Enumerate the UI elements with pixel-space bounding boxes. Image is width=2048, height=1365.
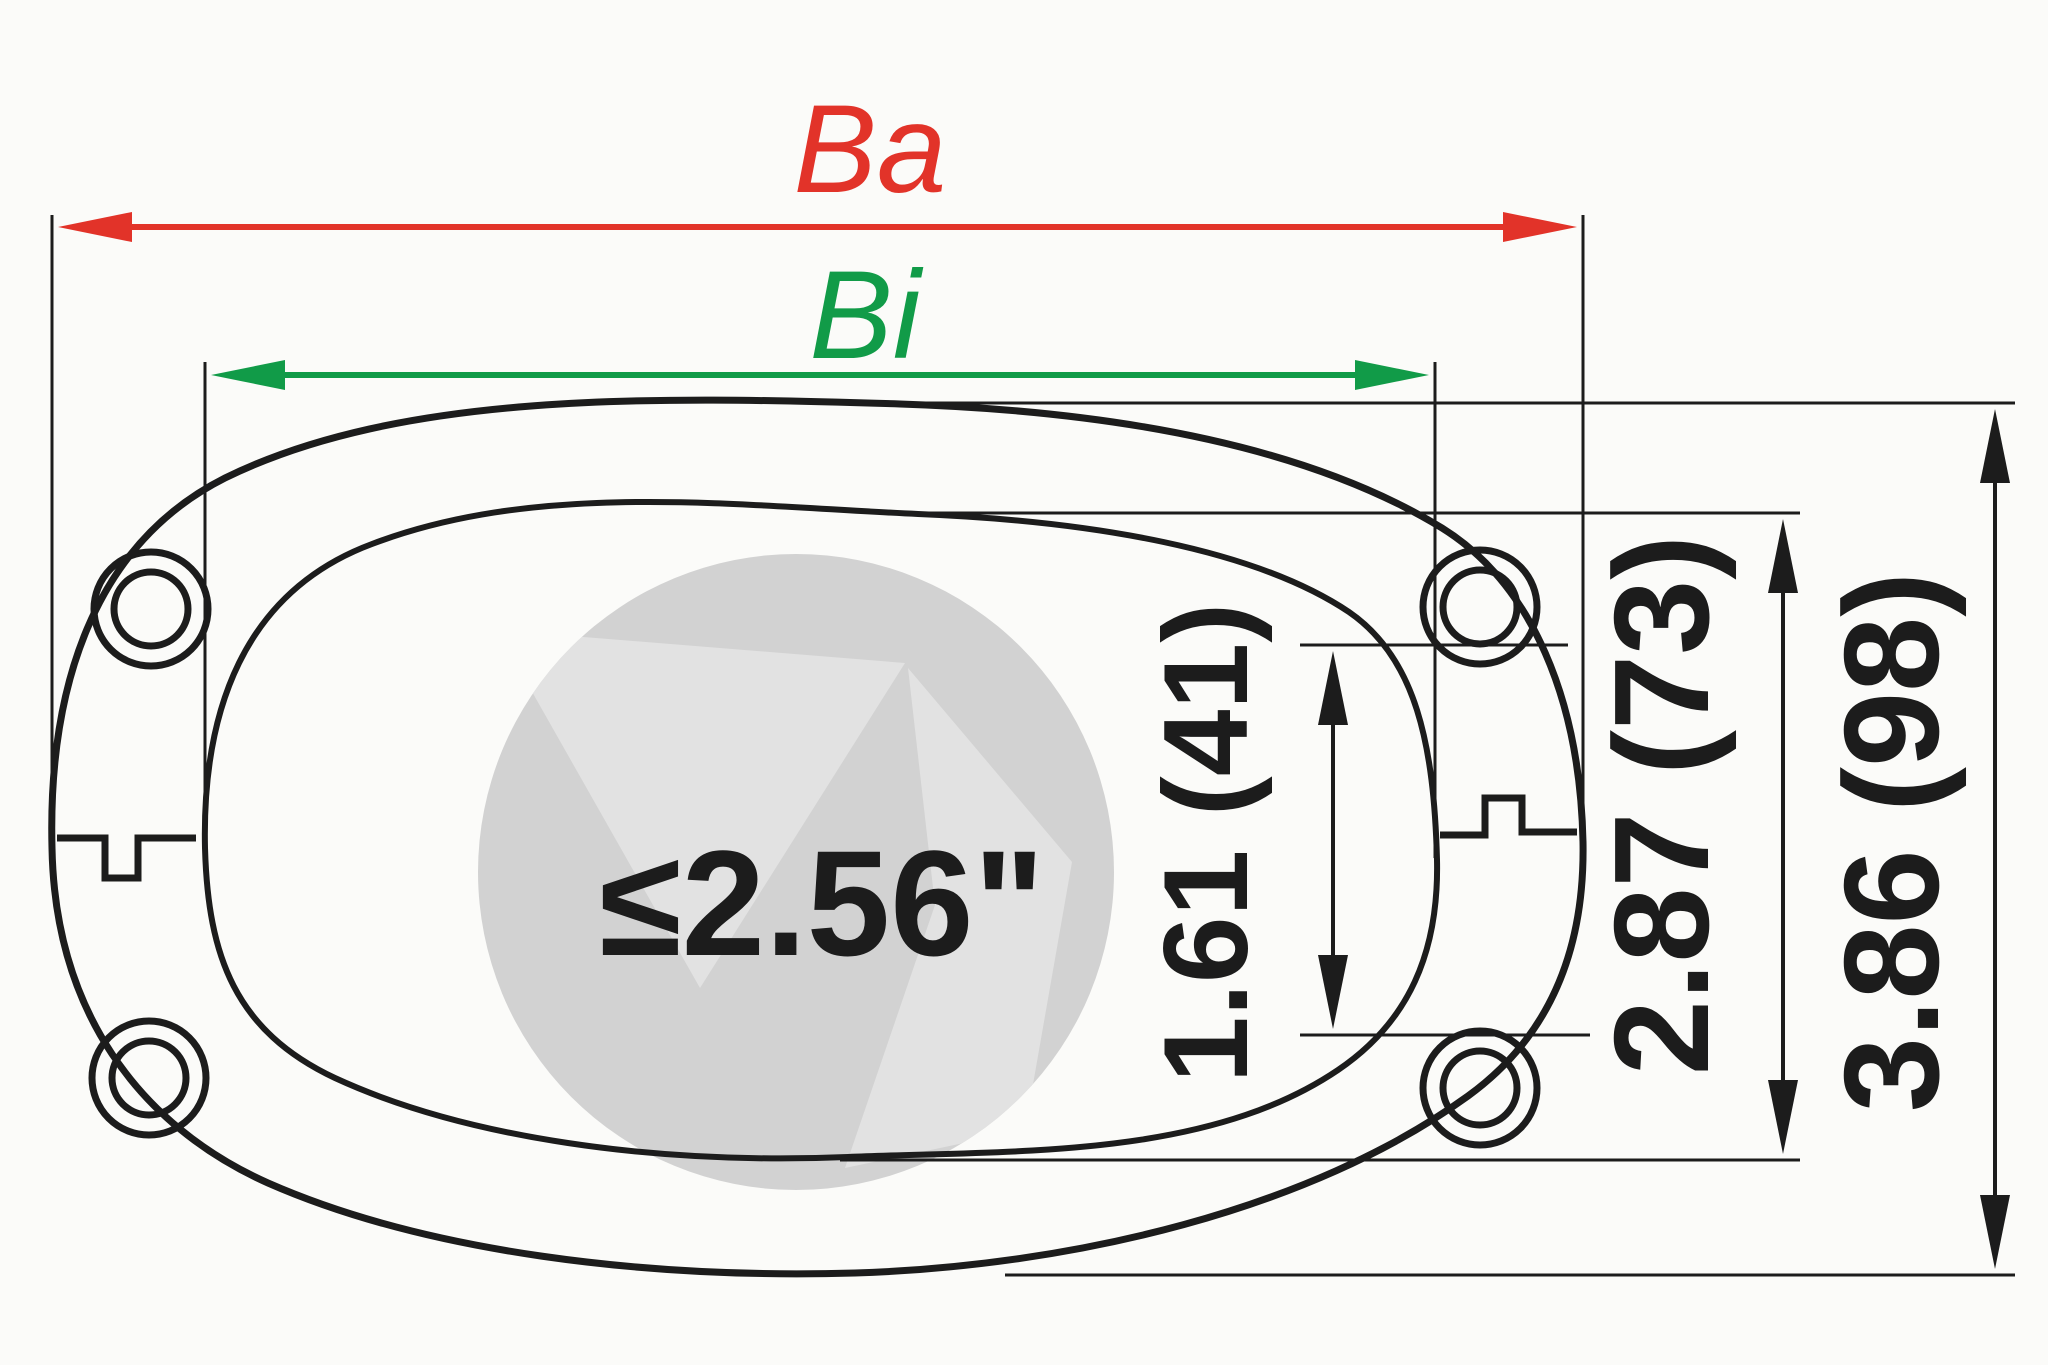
dimension-inner-height: 2.87 (73): [1586, 519, 1798, 1154]
mounting-hole-bottom-right-inner: [1439, 1047, 1521, 1129]
inner-height-arrow-up: [1768, 519, 1798, 593]
mounting-hole-bottom-right-outer: [1419, 1027, 1541, 1149]
lens-group: [478, 554, 1114, 1190]
lens-max-diameter-label: ≤2.56": [599, 819, 1044, 987]
inner-width-label: Bi: [809, 246, 923, 385]
outer-height-arrow-up: [1980, 409, 2010, 483]
outer-height-arrow-down: [1980, 1195, 2010, 1269]
inner-width-arrow-left: [211, 360, 285, 390]
dimension-outer-width: Ba: [58, 80, 1577, 242]
hole-spacing-arrow-down: [1318, 955, 1348, 1029]
outer-frame-outline: [48, 396, 1587, 1278]
left-keyway-notch: [57, 834, 196, 882]
outer-height-label: 3.86 (98): [1816, 572, 1967, 1112]
inner-height-label: 2.87 (73): [1586, 535, 1737, 1075]
inner-width-arrow-right: [1355, 360, 1429, 390]
mounting-hole-top-left-outer: [90, 548, 212, 670]
outer-width-arrow-left: [58, 212, 132, 242]
mounting-hole-top-left-inner: [110, 568, 192, 650]
extension-lines: [50, 215, 2015, 1277]
lens-highlight-wedge-2: [845, 668, 1072, 1168]
outer-width-arrow-right: [1503, 212, 1577, 242]
dimension-inner-width: Bi: [211, 246, 1429, 390]
inner-height-arrow-down: [1768, 1080, 1798, 1154]
dimension-outer-height: 3.86 (98): [1816, 409, 2010, 1269]
hole-spacing-arrow-up: [1318, 651, 1348, 725]
lens-highlight-wedge-1: [497, 630, 905, 988]
right-keyway-notch: [1440, 794, 1577, 839]
outer-width-label: Ba: [794, 80, 947, 219]
mounting-hole-top-right-outer: [1419, 546, 1541, 668]
hole-spacing-label: 1.61 (41): [1139, 603, 1273, 1083]
mounting-hole-bottom-left-outer: [88, 1017, 210, 1139]
dimension-hole-spacing: 1.61 (41): [1139, 603, 1348, 1083]
mounting-hole-bottom-left-inner: [108, 1037, 190, 1119]
